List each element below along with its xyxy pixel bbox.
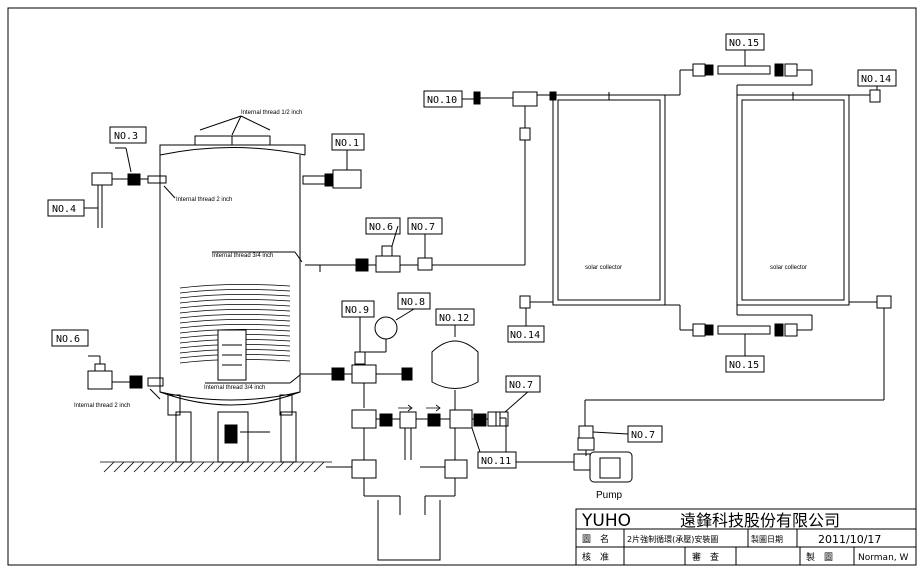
- thread-note-34-upper: Internal thread 3/4 inch: [212, 253, 273, 259]
- title-name-value: 2片強制循環(承壓)安裝圖: [627, 534, 718, 544]
- pump-label: Pump: [596, 490, 623, 501]
- no3-label: NO.3: [114, 131, 138, 142]
- label-box-no6-left: [51, 329, 89, 347]
- solar-collector-left: [552, 94, 666, 306]
- storage-tank: [159, 135, 306, 463]
- no1-valve: [332, 169, 362, 189]
- no15-top-label: NO.15: [729, 38, 759, 49]
- title-date-value: 2011/10/17: [818, 533, 881, 546]
- no6-left-valve: [87, 370, 113, 390]
- title-block: [575, 508, 917, 566]
- label-box-no9: [341, 300, 375, 318]
- solar-collector-right: [736, 94, 850, 306]
- collector-piping: [305, 63, 892, 439]
- no7-top-fitting: [417, 257, 433, 271]
- no15-bottom-label: NO.15: [729, 360, 759, 371]
- no1-label: NO.1: [335, 138, 359, 149]
- label-box-no12: [435, 308, 475, 326]
- no7-mid-label: NO.7: [509, 380, 533, 391]
- no15-top-union: [717, 65, 771, 75]
- title-review-label: 審 查: [692, 551, 719, 563]
- no14-left-label: NO.14: [510, 330, 540, 341]
- no8-label: NO.8: [401, 297, 425, 308]
- thread-note-2-upper: Internal thread 2 inch: [176, 197, 232, 203]
- no6-left-label: NO.6: [56, 334, 80, 345]
- title-drawer-label: 製 圖: [806, 551, 833, 563]
- no6-top-label: NO.6: [369, 222, 393, 233]
- no7-right-label: NO.7: [631, 430, 655, 441]
- no11-label: NO.11: [481, 456, 511, 467]
- no7-top-label: NO.7: [411, 222, 435, 233]
- no7-right-fitting: [578, 425, 594, 439]
- label-box-no11: [477, 451, 517, 469]
- no14-right-plug: [869, 89, 881, 103]
- label-box-no6-top: [365, 217, 401, 235]
- no3-fitting: [127, 173, 141, 186]
- drain-basin: [377, 500, 441, 561]
- no14-right-label: NO.14: [861, 74, 891, 85]
- thread-note-top: Internal thread 1/2 inch: [241, 110, 302, 116]
- no9-valve: [351, 364, 377, 384]
- collector-left-label: solar collector: [585, 265, 622, 271]
- no6-top-valve: [375, 255, 401, 273]
- supply-manifold: [300, 316, 531, 561]
- no4-valve: [91, 172, 113, 186]
- tank-leg-right: [279, 394, 293, 416]
- no11-valve: [449, 409, 473, 429]
- no10-label: NO.10: [427, 95, 457, 106]
- no15-bottom-union: [717, 325, 771, 335]
- drawing-frame: [7, 7, 917, 566]
- no12-label: NO.12: [439, 313, 469, 324]
- ground: [100, 461, 332, 473]
- thread-note-34-lower: Internal thread 3/4 inch: [204, 385, 265, 391]
- no12-expansion-tank: [431, 340, 479, 389]
- no14-left-plug: [519, 295, 531, 309]
- no7-mid-fitting: [495, 411, 509, 427]
- collector-right-label: solar collector: [770, 265, 807, 271]
- label-box-no4: [47, 199, 85, 217]
- no8-pressure-gauge: [374, 316, 398, 340]
- thread-note-2-lower: Internal thread 2 inch: [74, 403, 130, 409]
- no9-label: NO.9: [345, 305, 369, 316]
- label-box-no7-mid: [505, 375, 541, 393]
- title-company: 遠鋒科技股份有限公司: [680, 511, 840, 530]
- tank-leg-left: [167, 394, 181, 416]
- title-drawer-value: Norman, W: [858, 553, 908, 563]
- label-box-no1: [331, 133, 365, 151]
- label-box-no3: [109, 126, 147, 144]
- title-date-label: 製圖日期: [751, 534, 783, 544]
- pump-group: [487, 411, 633, 483]
- title-name-label: 圖 名: [582, 533, 609, 545]
- no4-label: NO.4: [52, 204, 76, 215]
- no10-vent: [512, 91, 538, 107]
- title-approve-label: 核 准: [582, 551, 609, 563]
- title-brand: YUHO: [581, 511, 631, 531]
